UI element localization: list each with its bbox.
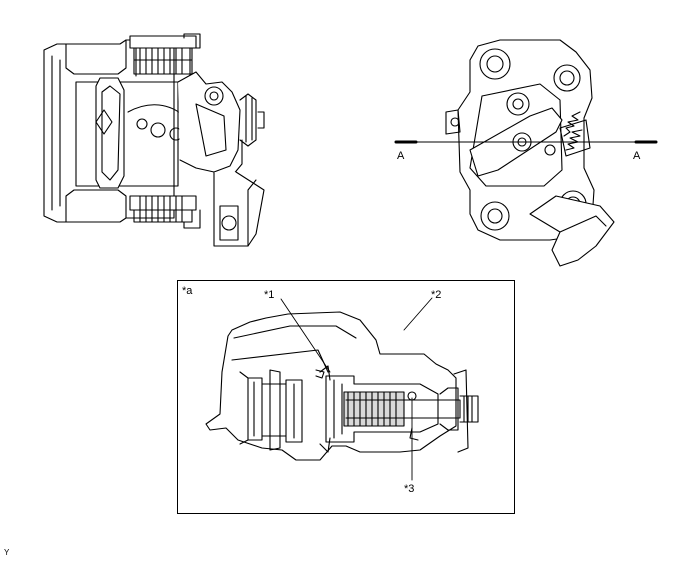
section-label-left: A [397,150,405,162]
section-label-right: A [633,150,641,162]
callout-1: *1 [264,289,275,301]
caliper-front-view [43,33,265,247]
callout-2: *2 [431,289,442,301]
section-inset-frame [177,280,515,514]
callout-leaders [280,297,433,481]
callout-3: *3 [404,483,415,495]
inset-title: *a [182,285,193,297]
caliper-cross-section [205,311,479,461]
corner-code: Y [4,548,10,557]
caliper-rear-view [445,39,615,267]
